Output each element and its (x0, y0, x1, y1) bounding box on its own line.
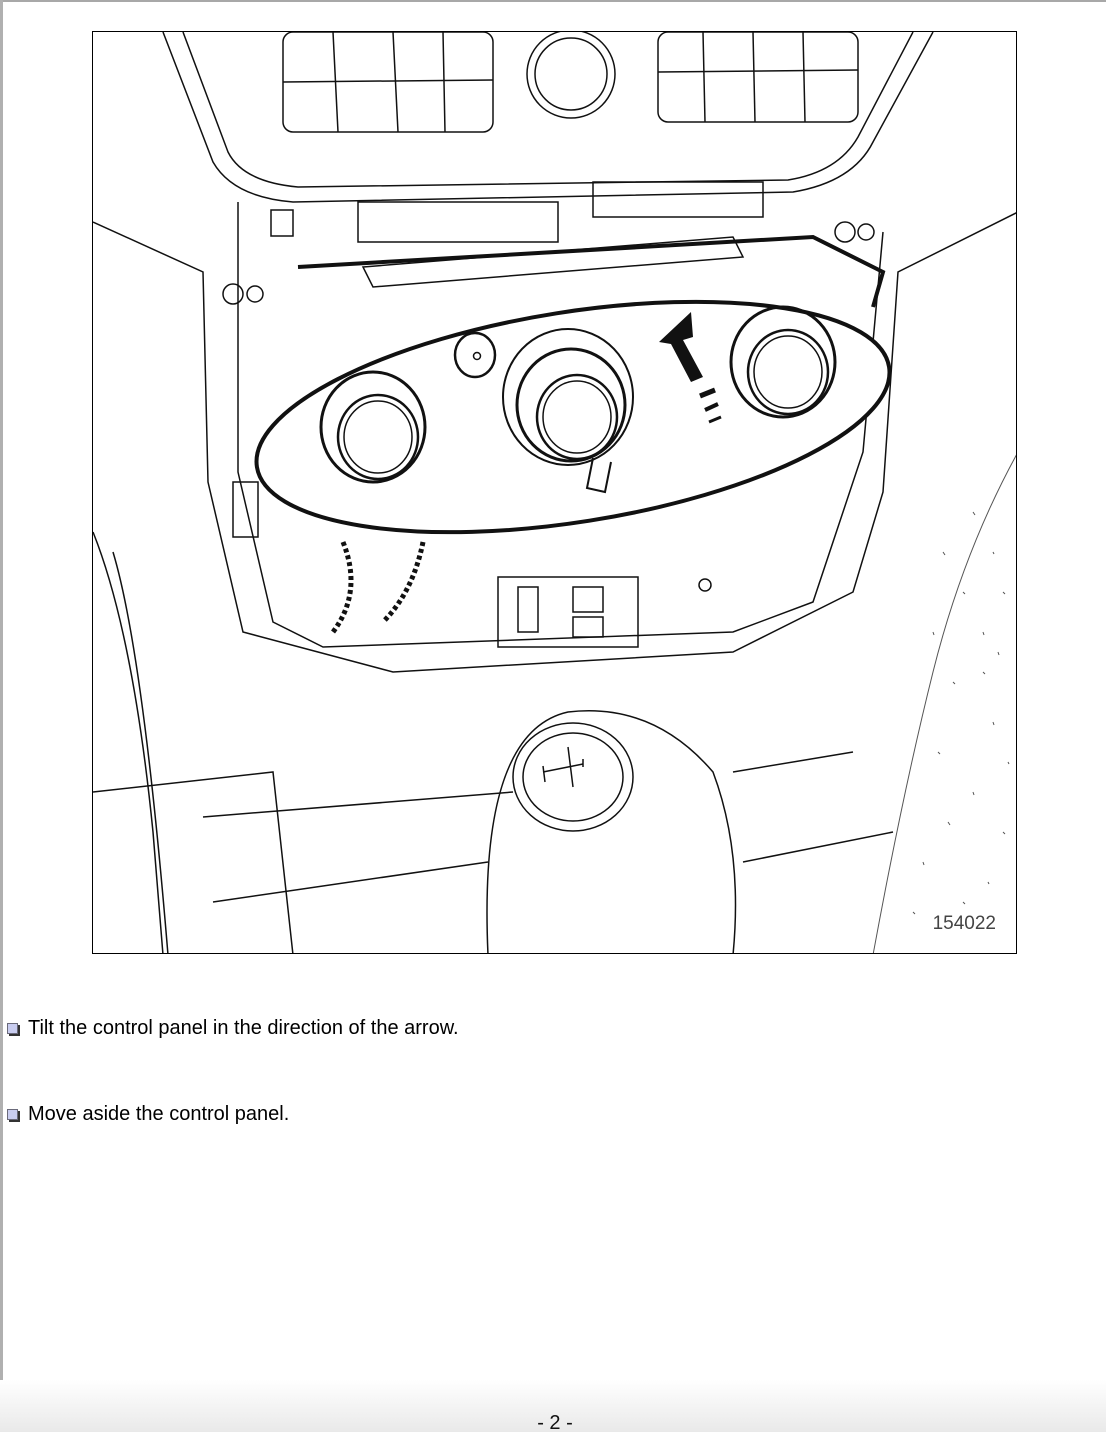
gear-lever (93, 710, 894, 953)
figure-reference-number: 154022 (932, 913, 996, 934)
instruction-text: Tilt the control panel in the direction … (28, 1017, 459, 1039)
page-number: - 2 - (537, 1412, 573, 1434)
square-bullet-icon (7, 1023, 18, 1034)
instruction-text: Move aside the control panel. (28, 1103, 290, 1125)
left-knob (319, 370, 427, 484)
gear-shift-pattern-icon (542, 746, 584, 788)
square-bullet-icon (7, 1109, 18, 1120)
dashboard-vents (162, 32, 934, 203)
centre-knob (502, 328, 634, 494)
direction-arrow-icon (659, 312, 722, 424)
illustration-figure: 154022 (92, 31, 1017, 954)
control-panel (254, 234, 892, 535)
wiring-harness (330, 541, 712, 648)
page-bottom-shade (0, 1380, 1106, 1432)
console-drawing (93, 32, 1016, 953)
seat-texture (872, 454, 1016, 953)
page-border-left (0, 0, 3, 1432)
small-button (453, 331, 497, 379)
page-border-top (0, 0, 1106, 2)
console-housing (93, 181, 1016, 953)
instruction-step: Move aside the control panel. (7, 1103, 289, 1126)
right-knob (729, 305, 837, 419)
instruction-step: Tilt the control panel in the direction … (7, 1017, 459, 1040)
